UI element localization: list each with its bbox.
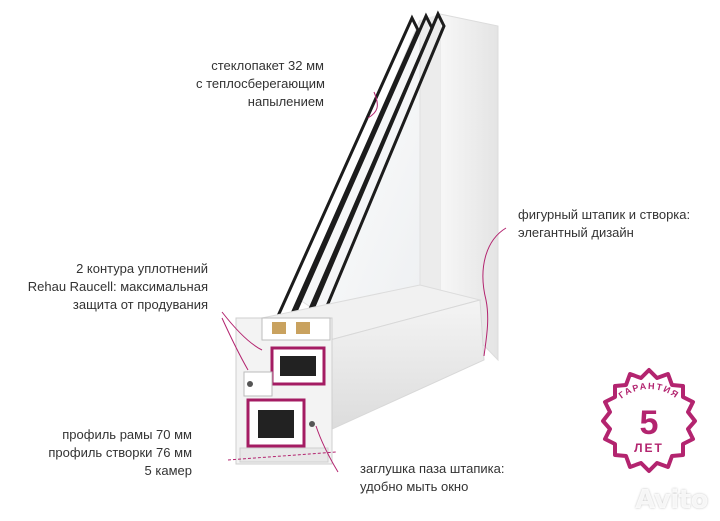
label-bead: фигурный штапик и створка: элегантный ди… <box>518 206 714 242</box>
leader-bead <box>482 227 507 357</box>
label-profile-line-1: профиль рамы 70 мм <box>62 427 192 442</box>
label-glass-unit-line-3: напылением <box>247 94 324 109</box>
label-plug: заглушка паза штапика: удобно мыть окно <box>360 460 560 496</box>
glass-edge-3 <box>308 10 446 319</box>
badge-seal-outline <box>601 368 697 473</box>
profile-section <box>235 317 333 465</box>
glass-edge-1 <box>276 14 420 319</box>
label-profile-line-3: 5 камер <box>144 463 192 478</box>
label-seals-line-2: Rehau Raucell: максимальная <box>27 279 208 294</box>
badge-unit: ЛЕТ <box>634 441 664 455</box>
label-seals: 2 контура уплотнений Rehau Raucell: макс… <box>10 260 208 314</box>
leader-profile <box>227 451 337 461</box>
label-plug-line-1: заглушка паза штапика: <box>360 461 505 476</box>
label-plug-line-2: удобно мыть окно <box>360 479 469 494</box>
label-glass-unit: стеклопакет 32 мм с теплосберегающим нап… <box>196 57 325 111</box>
leader-plug <box>315 425 339 473</box>
vertical-frame-inner <box>420 14 440 300</box>
label-glass-unit-line-2: с теплосберегающим <box>196 76 325 91</box>
leader-seals <box>221 311 263 351</box>
label-seals-line-1: 2 контура уплотнений <box>76 261 208 276</box>
label-bead-line-1: фигурный штапик и створка: <box>518 207 691 222</box>
label-bead-line-2: элегантный дизайн <box>518 225 634 240</box>
leader-seals-2 <box>221 317 249 371</box>
watermark-logo: Avito <box>635 485 708 515</box>
badge-number: 5 <box>640 404 659 442</box>
label-profile: профиль рамы 70 мм профиль створки 76 мм… <box>10 426 192 480</box>
leader-glass <box>367 91 378 119</box>
label-profile-line-2: профиль створки 76 мм <box>48 445 192 460</box>
label-glass-unit-line-1: стеклопакет 32 мм <box>211 58 324 73</box>
warranty-badge: ГАРАНТИЯ 5 ЛЕТ <box>601 368 697 473</box>
label-seals-line-3: защита от продувания <box>72 297 208 312</box>
